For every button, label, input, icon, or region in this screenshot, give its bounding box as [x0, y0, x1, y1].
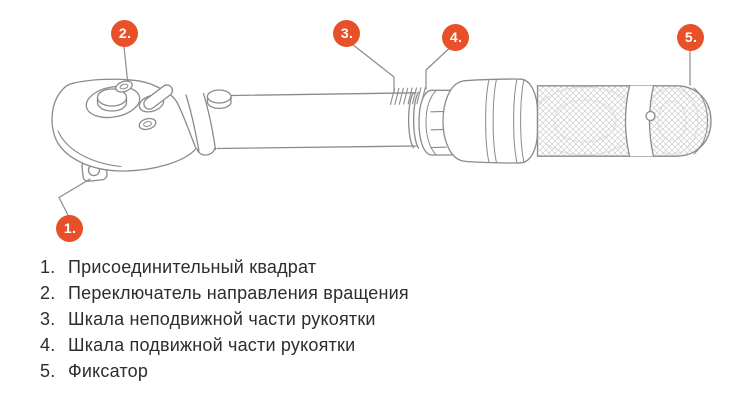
legend-item-2-number: 2.: [40, 283, 56, 303]
direction-switch: [138, 84, 174, 113]
lock-button: [645, 110, 656, 122]
callout-4-label: 4.: [449, 29, 463, 45]
callout-2-badge: 2.: [110, 19, 138, 47]
knurled-grip: [536, 85, 712, 157]
legend-item-2: 2. Переключатель направления вращения: [40, 280, 409, 306]
callout-4-badge: 4.: [441, 23, 469, 51]
callout-1-label: 1.: [63, 220, 77, 236]
legend-item-3: 3. Шкала неподвижной части рукоятки: [40, 306, 409, 332]
lock-ring: [624, 85, 656, 157]
head-boss: [96, 88, 128, 107]
wrench-neck: [185, 89, 232, 152]
neck-button: [206, 89, 232, 104]
callout-2-label: 2.: [118, 25, 132, 41]
leader-4: [425, 48, 450, 90]
legend-item-1-number: 1.: [40, 257, 56, 277]
legend-item-4-text: Шкала подвижной части рукоятки: [68, 335, 356, 355]
callout-5-label: 5.: [684, 29, 698, 45]
callout-1-badge: 1.: [55, 214, 83, 242]
leader-2: [123, 45, 129, 81]
head-top-face: [85, 85, 141, 119]
leader-1: [58, 178, 91, 216]
end-cap-arc: [693, 87, 708, 155]
callout-3-label: 3.: [340, 25, 354, 41]
head-screw-lower: [138, 117, 157, 131]
ratchet-head: [51, 78, 197, 172]
wrench-shaft: [196, 92, 417, 156]
callout-3-badge: 3.: [332, 19, 360, 47]
legend-item-3-text: Шкала неподвижной части рукоятки: [68, 309, 376, 329]
head-screw-top: [115, 80, 133, 93]
fixed-scale-marks: [389, 87, 426, 106]
handle-collar: [442, 78, 539, 164]
parts-legend: 1. Присоединительный квадрат 2. Переключ…: [40, 254, 409, 384]
legend-item-2-text: Переключатель направления вращения: [68, 283, 409, 303]
leader-lines: [58, 43, 691, 216]
legend-item-5-number: 5.: [40, 361, 56, 381]
legend-item-3-number: 3.: [40, 309, 56, 329]
legend-item-1-text: Присоединительный квадрат: [68, 257, 317, 277]
legend-item-4-number: 4.: [40, 335, 56, 355]
legend-item-5-text: Фиксатор: [68, 361, 149, 381]
legend-item-5: 5. Фиксатор: [40, 358, 409, 384]
leader-3: [351, 43, 395, 93]
callout-5-badge: 5.: [676, 23, 704, 51]
legend-item-4: 4. Шкала подвижной части рукоятки: [40, 332, 409, 358]
legend-item-1: 1. Присоединительный квадрат: [40, 254, 409, 280]
